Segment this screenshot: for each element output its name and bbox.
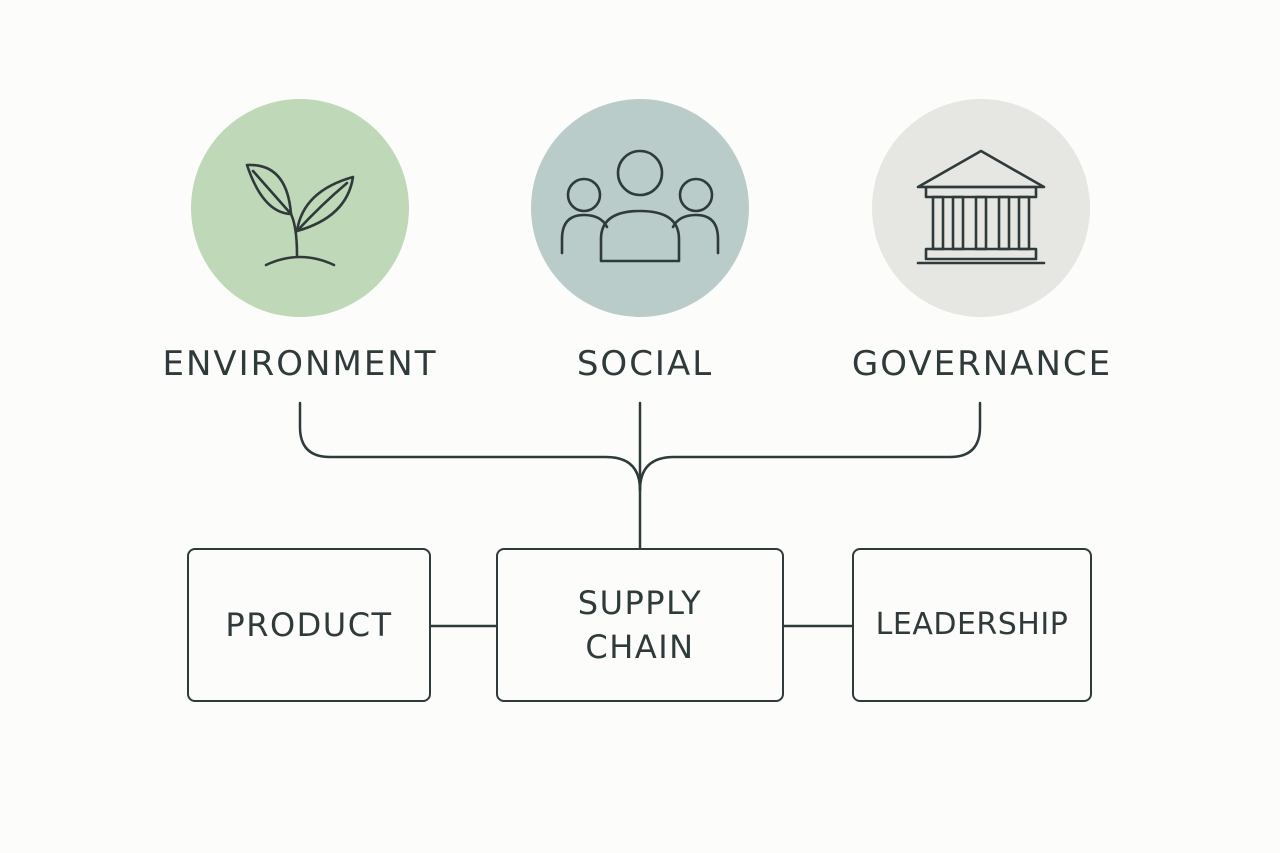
product-box: PRODUCT <box>187 548 431 702</box>
governance-label: GOVERNANCE <box>851 344 1113 384</box>
supply-chain-box: SUPPLY CHAIN <box>496 548 784 702</box>
governance-circle <box>872 99 1090 317</box>
leadership-label: LEADERSHIP <box>875 607 1069 642</box>
supply-chain-label-line1: SUPPLY <box>577 584 703 622</box>
product-label: PRODUCT <box>225 606 393 644</box>
connector-governance <box>638 401 982 492</box>
social-label: SOCIAL <box>576 344 714 384</box>
sprout-icon <box>245 163 355 267</box>
connector-environment <box>298 401 642 492</box>
people-group-icon <box>560 149 720 263</box>
social-circle <box>531 99 749 317</box>
leadership-box: LEADERSHIP <box>852 548 1092 702</box>
institution-building-icon <box>916 149 1046 265</box>
environment-label: ENVIRONMENT <box>162 344 438 384</box>
supply-chain-label-line2: CHAIN <box>585 628 695 666</box>
environment-circle <box>191 99 409 317</box>
